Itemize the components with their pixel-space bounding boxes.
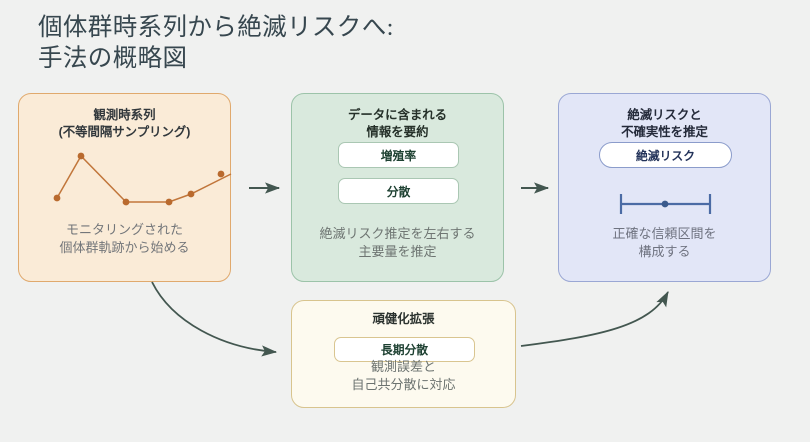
arrow-robust-to-risk	[520, 291, 669, 347]
pill-growth-rate[interactable]: 増殖率	[338, 142, 459, 168]
sparkline-point	[165, 198, 173, 206]
sparkline-path	[56, 154, 232, 203]
panel-extinction-risk: 絶滅リスクと 不確実性を推定 絶滅リスク 正確な信頼区間を 構成する	[558, 93, 771, 282]
panel-risk-title: 絶滅リスクと 不確実性を推定	[621, 108, 708, 139]
arrow-observed-to-robust	[151, 281, 278, 357]
sparkline-point	[77, 152, 85, 160]
panel-observed-caption: モニタリングされた 個体群軌跡から始める	[59, 222, 190, 255]
panel-robust-caption: 観測誤差と 自己共分散に対応	[351, 359, 456, 392]
panel-risk-caption: 正確な信頼区間を 構成する	[612, 226, 717, 259]
sparkline-point	[122, 198, 130, 206]
panel-summary-title: データに含まれる 情報を要約	[347, 108, 448, 139]
sparkline-point	[217, 170, 225, 178]
pill-extinction-risk[interactable]: 絶滅リスク	[599, 142, 732, 168]
sparkline-point	[187, 190, 195, 198]
observed-sparkline-chart	[53, 152, 232, 206]
pill-long-run-variance[interactable]: 長期分散	[334, 337, 475, 362]
confidence-interval-errorbar	[619, 194, 712, 214]
panel-observed-title: 観測時系列 (不等間隔サンプリング)	[58, 108, 191, 139]
panel-robust-title: 頑健化拡張	[372, 312, 435, 326]
panel-summary-caption: 絶滅リスク推定を左右する 主要量を推定	[319, 226, 476, 259]
panel-summary: データに含まれる 情報を要約 増殖率 分散 絶滅リスク推定を左右する 主要量を推…	[291, 93, 504, 282]
page-title: 個体群時系列から絶滅リスクへ: 手法の概略図	[38, 14, 394, 72]
pill-variance[interactable]: 分散	[338, 178, 459, 204]
panel-observed-timeseries: 観測時系列 (不等間隔サンプリング) モニタリングされた 個体群軌跡から始める	[18, 93, 232, 282]
sparkline-point	[53, 194, 61, 202]
panel-robust-extension: 頑健化拡張 長期分散 観測誤差と 自己共分散に対応	[291, 300, 516, 408]
errorbar-center-point	[661, 200, 669, 208]
